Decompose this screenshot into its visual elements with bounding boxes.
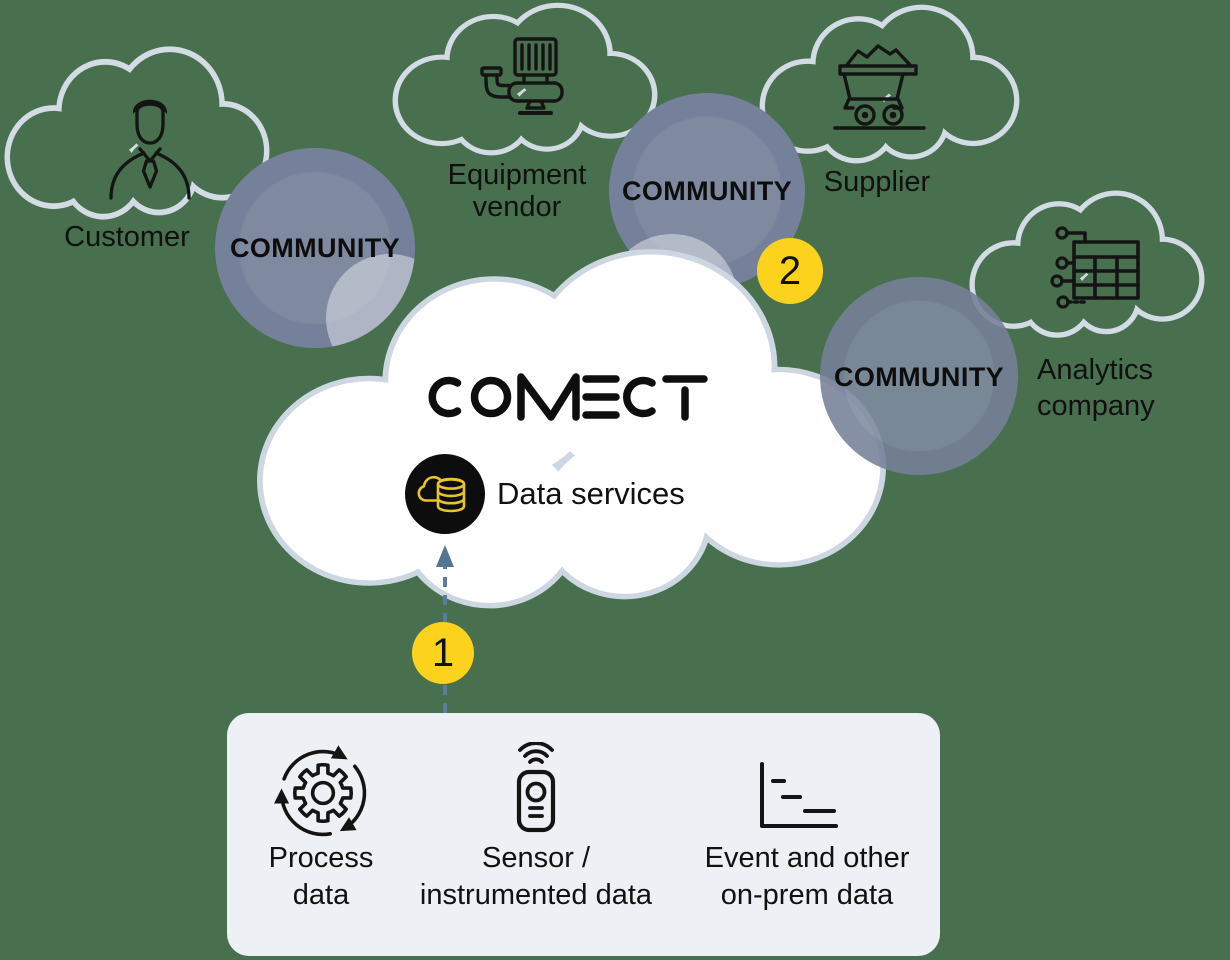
process-data-label-line1: Process xyxy=(268,842,374,874)
person-icon xyxy=(109,99,191,200)
process-data-label: Process data xyxy=(221,840,421,914)
data-services-label: Data services xyxy=(497,476,685,511)
data-table-icon xyxy=(1050,226,1140,309)
step-1-badge: 1 xyxy=(412,622,474,684)
supplier-label: Supplier xyxy=(823,166,931,198)
connect-logo: CONNECT xyxy=(426,371,708,423)
analytics-company-label-line1: Analytics xyxy=(1037,354,1154,386)
pump-icon xyxy=(480,37,564,115)
step-2-badge: 2 xyxy=(757,238,823,304)
event-data-label-line1: Event and other xyxy=(704,842,910,874)
event-data-label-line2: on-prem data xyxy=(720,879,894,911)
cloud-database-icon xyxy=(405,454,485,534)
equipment-vendor-label-line1: Equipment xyxy=(447,159,587,191)
equipment-vendor-label-line2: vendor xyxy=(472,191,562,223)
connect-cloud xyxy=(258,250,885,612)
sensor-data-label-line2: instrumented data xyxy=(419,879,653,911)
gear-cycle-icon xyxy=(274,745,367,837)
analytics-company-label: Analytics company xyxy=(1037,352,1217,424)
customer-label: Customer xyxy=(64,221,190,253)
analytics-company-label-line2: company xyxy=(1037,390,1155,422)
event-chart-icon xyxy=(760,762,838,828)
remote-sensor-icon xyxy=(516,742,556,833)
equipment-vendor-label: Equipment vendor xyxy=(417,159,617,223)
sensor-data-label: Sensor / instrumented data xyxy=(386,840,686,914)
process-data-label-line2: data xyxy=(292,879,350,911)
event-data-label: Event and other on-prem data xyxy=(657,840,957,914)
sensor-data-label-line1: Sensor / xyxy=(482,842,590,874)
community-label-left: COMMUNITY xyxy=(229,233,401,263)
community-label-middle: COMMUNITY xyxy=(621,176,793,206)
mine-cart-icon xyxy=(833,44,926,130)
community-circle-right xyxy=(820,277,1018,475)
community-label-right: COMMUNITY xyxy=(833,362,1005,392)
